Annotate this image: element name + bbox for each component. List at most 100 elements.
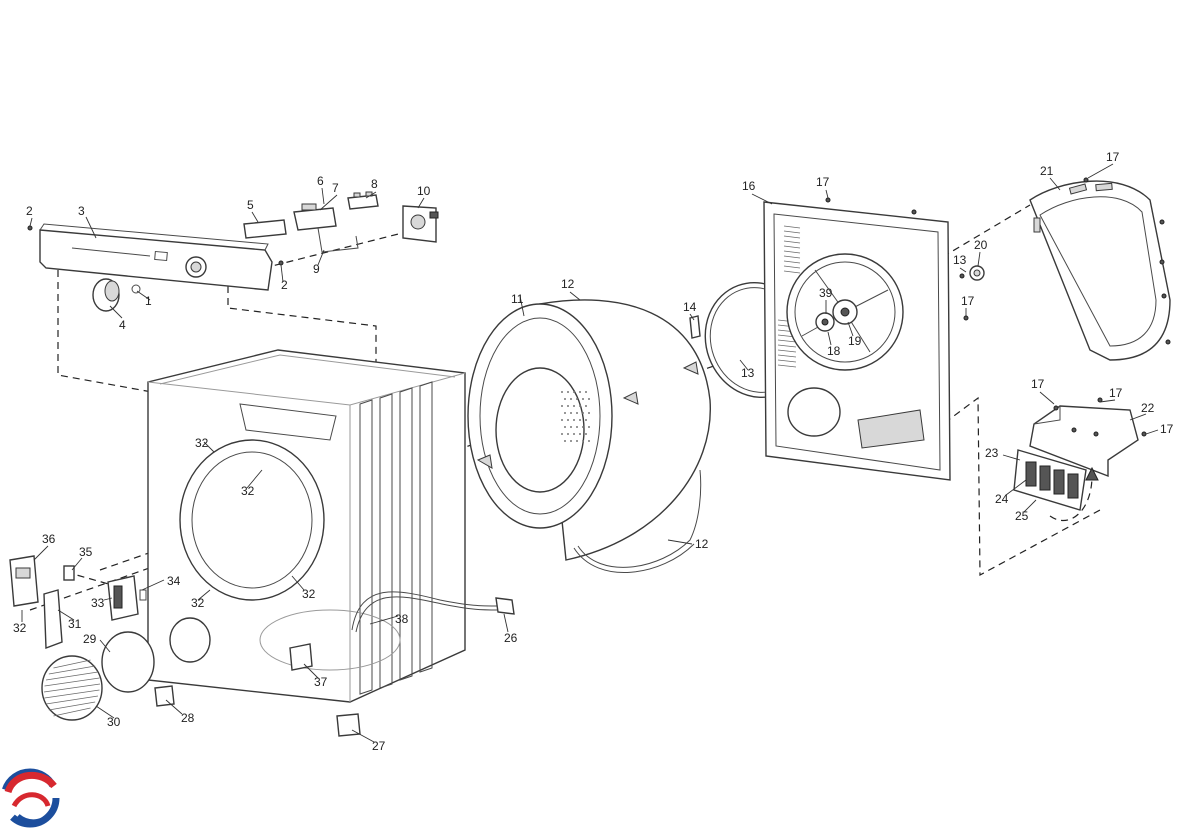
leader-line	[203, 441, 215, 453]
callout-30: 30	[107, 715, 121, 729]
grille-slat	[53, 707, 91, 717]
callout-1: 1	[145, 294, 152, 308]
callout-2: 2	[281, 278, 288, 292]
callout-32: 32	[13, 621, 27, 635]
callout-39: 39	[819, 286, 833, 300]
callout-17: 17	[1031, 377, 1045, 391]
drum-perforation	[567, 433, 569, 435]
drum-perforation	[579, 405, 581, 407]
program-selector-dial	[185, 256, 207, 278]
heater-coil	[1067, 473, 1079, 499]
drum-perforation	[588, 440, 590, 442]
callout-18: 18	[827, 344, 841, 358]
leader-line	[317, 249, 325, 266]
drum	[467, 299, 711, 561]
callout-38: 38	[395, 612, 409, 626]
drum-perforation	[573, 405, 575, 407]
callout-36: 36	[42, 532, 56, 546]
leader-line	[1087, 163, 1114, 179]
callout-23: 23	[985, 446, 999, 460]
callout-16: 16	[742, 179, 756, 193]
back-cover	[1029, 180, 1171, 361]
drum-perforation	[561, 433, 563, 435]
callout-17: 17	[1106, 150, 1120, 164]
drum-perforation	[588, 412, 590, 414]
door-handle	[43, 589, 63, 649]
callout-5: 5	[247, 198, 254, 212]
callout-11: 11	[511, 292, 524, 306]
callout-26: 26	[504, 631, 518, 645]
callout-13: 13	[741, 366, 755, 380]
leader-line	[519, 295, 525, 317]
drum-perforation	[585, 433, 587, 435]
drum-perforation	[582, 398, 584, 400]
drum-perforation	[582, 440, 584, 442]
heater-arrow	[1049, 466, 1099, 522]
leader-line	[95, 705, 115, 719]
drum-perforation	[576, 412, 578, 414]
callout-32: 32	[241, 484, 255, 498]
drum-perforation	[588, 426, 590, 428]
leader-line	[569, 291, 581, 301]
leader-line	[351, 729, 375, 743]
fixing-screw	[825, 177, 1171, 437]
vent-slot	[777, 359, 797, 363]
callout-31: 31	[68, 617, 82, 631]
drum-perforation	[561, 391, 563, 393]
leader-line	[959, 267, 967, 273]
callout-17: 17	[816, 175, 830, 189]
callout-17: 17	[961, 294, 975, 308]
vent-slot	[777, 349, 797, 353]
callout-6: 6	[317, 174, 324, 188]
callout-28: 28	[181, 711, 195, 725]
vent-slot	[783, 270, 801, 274]
leader-line	[365, 191, 377, 199]
heater-coil	[1025, 461, 1037, 487]
drum-perforation	[570, 398, 572, 400]
callout-32: 32	[195, 436, 209, 450]
grille-slat	[44, 677, 100, 687]
leader-line	[319, 194, 338, 211]
power-cable	[351, 591, 501, 633]
callout-34: 34	[167, 574, 181, 588]
vent-slot	[783, 255, 801, 259]
leader-line	[369, 615, 399, 625]
drum-perforation	[567, 391, 569, 393]
heater-coil	[1053, 469, 1065, 495]
leader-line	[103, 597, 113, 601]
leader-line	[29, 217, 33, 227]
drum-perforation	[582, 412, 584, 414]
control-panel-fascia	[39, 223, 273, 291]
callout-13: 13	[953, 253, 967, 267]
leader-line	[847, 321, 854, 337]
vent-slot	[783, 240, 801, 244]
leader-line	[1039, 391, 1055, 405]
drum-perforation	[579, 419, 581, 421]
leader-line	[197, 589, 211, 601]
grille-slat	[53, 659, 91, 669]
leader-line	[165, 699, 183, 715]
control-knob	[92, 278, 120, 312]
leader-line	[303, 663, 319, 679]
callout-33: 33	[91, 596, 105, 610]
drum-perforation	[573, 419, 575, 421]
vent-slot	[783, 225, 801, 229]
relay-block	[347, 191, 379, 210]
leader-line	[1002, 454, 1021, 461]
cable-clamp	[289, 643, 313, 671]
callout-labels: 1 2 2 3 4 5 6 7 8 9 10 11 12 12 13 13 14…	[13, 150, 1174, 753]
leader-line	[280, 264, 284, 283]
drum-perforation	[567, 419, 569, 421]
heater-coil	[1039, 465, 1051, 491]
heater-housing	[1029, 405, 1139, 478]
leader-line	[1005, 479, 1027, 496]
callout-14: 14	[683, 300, 697, 314]
bearing-nut	[969, 265, 985, 281]
drum-perforation	[564, 426, 566, 428]
heating-element	[1013, 449, 1087, 511]
callout-25: 25	[1015, 509, 1029, 523]
leader-line	[825, 189, 829, 199]
callout-20: 20	[974, 238, 988, 252]
drum-perforation	[585, 391, 587, 393]
